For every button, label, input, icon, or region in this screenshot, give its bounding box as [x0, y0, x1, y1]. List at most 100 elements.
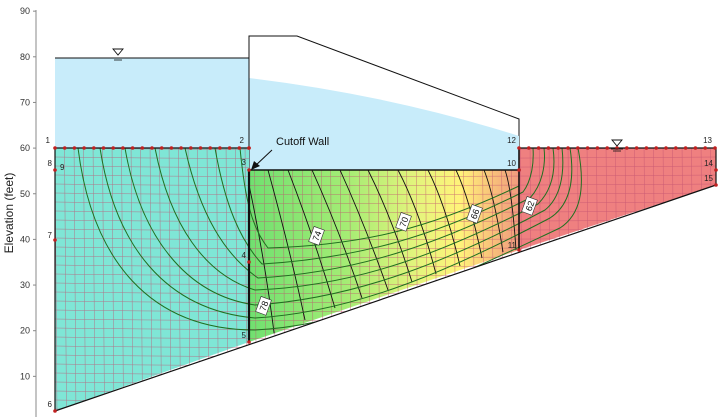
point-marker	[674, 146, 678, 150]
point-label: 14	[704, 159, 713, 168]
point-label: 15	[704, 174, 713, 183]
point-marker	[53, 409, 57, 413]
point-label: 2	[240, 136, 245, 145]
point-marker	[247, 168, 251, 172]
point-marker	[536, 146, 541, 150]
point-marker	[121, 146, 125, 150]
point-marker	[683, 146, 688, 150]
point-marker	[644, 146, 649, 150]
point-marker	[654, 146, 658, 150]
point-marker	[237, 146, 242, 150]
point-marker	[140, 146, 145, 150]
point-marker	[634, 146, 639, 150]
point-marker	[713, 146, 717, 150]
point-label: 10	[507, 159, 516, 168]
point-marker	[703, 146, 707, 150]
core-foundation	[249, 170, 519, 342]
point-marker	[101, 146, 106, 150]
point-marker	[150, 146, 154, 150]
phreatic-seepage-region	[249, 78, 519, 170]
point-marker	[208, 146, 212, 150]
point-label: 12	[507, 136, 516, 145]
svg-text:78: 78	[258, 300, 271, 313]
upstream-reservoir	[55, 58, 249, 148]
point-marker	[625, 146, 629, 150]
point-marker	[198, 146, 203, 150]
upstream-foundation	[55, 148, 249, 411]
y-tick-label: 50	[20, 189, 30, 199]
point-marker	[159, 146, 164, 150]
y-tick-label: 90	[20, 6, 30, 16]
point-marker	[189, 146, 193, 150]
point-marker	[247, 146, 251, 150]
point-marker	[82, 146, 86, 150]
point-label: 9	[60, 163, 65, 172]
point-marker	[218, 146, 222, 150]
contour-label: 70	[395, 212, 412, 232]
point-marker	[247, 340, 251, 344]
point-marker	[664, 146, 668, 150]
contour-label: 74	[308, 226, 325, 246]
point-marker	[227, 146, 232, 150]
point-marker	[72, 146, 77, 150]
point-marker	[714, 183, 718, 187]
y-tick-label: 10	[20, 371, 30, 381]
y-tick-label: 40	[20, 234, 30, 244]
y-tick-label: 20	[20, 326, 30, 336]
point-marker	[517, 168, 521, 172]
model-boundary	[54, 147, 717, 412]
y-axis-title: Elevation (feet)	[2, 173, 16, 254]
downstream-foundation	[519, 148, 716, 250]
y-tick-label: 80	[20, 52, 30, 62]
point-marker	[566, 146, 570, 150]
water-table-icon-downstream	[611, 139, 623, 152]
y-tick-label: 70	[20, 97, 30, 107]
contour-labels: 78 74 70 66 62	[255, 196, 538, 316]
point-marker	[517, 146, 521, 150]
y-axis-ticks: 0102030405060708090	[20, 6, 36, 381]
point-label: 6	[48, 400, 53, 409]
svg-text:74: 74	[311, 230, 324, 243]
point-marker	[62, 146, 67, 150]
point-marker	[53, 146, 57, 150]
point-label: 8	[48, 159, 53, 168]
point-label: 5	[242, 331, 247, 340]
point-marker	[169, 146, 174, 150]
point-label: 11	[508, 241, 517, 250]
point-marker	[714, 168, 718, 172]
contour-label: 66	[466, 204, 483, 224]
point-marker	[247, 260, 251, 264]
y-tick-label: 30	[20, 280, 30, 290]
point-marker	[130, 146, 135, 150]
point-marker	[693, 146, 698, 150]
cutoff-wall-callout: Cutoff Wall	[251, 136, 329, 170]
point-marker	[527, 146, 531, 150]
contour-label: 62	[521, 196, 538, 216]
point-label: 7	[48, 231, 53, 240]
point-marker	[576, 146, 580, 150]
callout-label: Cutoff Wall	[276, 136, 329, 148]
point-marker	[517, 248, 521, 252]
point-label: 3	[242, 158, 247, 167]
point-label: 13	[703, 136, 712, 145]
point-marker	[595, 146, 600, 150]
flow-lines	[77, 148, 582, 331]
svg-text:70: 70	[398, 216, 411, 229]
point-marker	[111, 146, 115, 150]
point-marker	[556, 146, 560, 150]
water-table-icon-upstream	[112, 48, 124, 61]
point-label: 4	[242, 251, 247, 260]
point-marker	[53, 168, 57, 172]
point-label: 1	[46, 136, 51, 145]
point-marker	[585, 146, 590, 150]
contour-label: 78	[255, 296, 272, 316]
svg-text:66: 66	[469, 208, 482, 221]
mesh-point-markers	[53, 146, 718, 413]
point-marker	[179, 146, 183, 150]
dam-structure	[248, 35, 520, 171]
y-tick-label: 60	[20, 143, 30, 153]
point-marker	[53, 238, 57, 242]
point-marker	[605, 146, 609, 150]
